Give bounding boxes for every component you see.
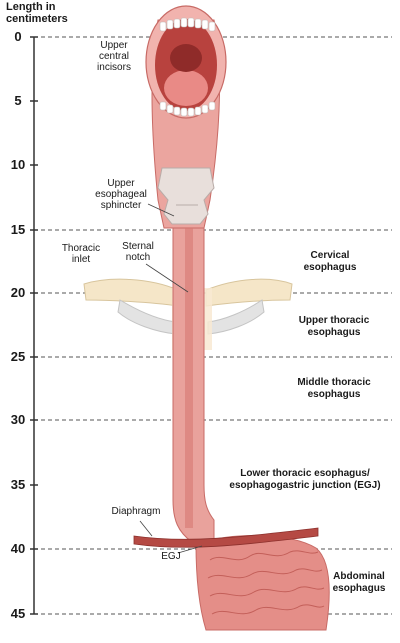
stomach [195,535,330,631]
leader-sphincter [147,203,175,217]
region-upper-thoracic: Upper thoracic esophagus [298,315,370,338]
region-middle-thoracic: Middle thoracic esophagus [297,377,371,400]
label-diaphragm: Diaphragm [111,506,161,517]
upper-teeth [159,17,216,32]
leader-diaphragm [139,520,153,537]
rib-right [207,299,265,335]
label-egj: EGJ [161,551,181,562]
axis-title: Length in centimeters [6,1,68,25]
lower-teeth [159,101,216,117]
rib-left [117,299,177,335]
tick-label-25: 25 [10,349,26,364]
clavicle-left [83,278,179,307]
diaphragm [133,527,319,548]
stomach-rugae [207,550,325,615]
tick-label-15: 15 [10,222,26,237]
label-thoracic-inlet: Thoracic inlet [61,243,101,265]
region-cervical: Cervical esophagus [303,250,357,273]
tick-label-10: 10 [10,157,26,172]
region-abdominal: Abdominal esophagus [332,571,386,594]
label-upper-central-incisors: Upper central incisors [97,40,131,73]
tick-label-40: 40 [10,541,26,556]
esophagus-lumen [185,228,193,528]
label-upper-esophageal-sphincter: Upper esophageal sphincter [95,178,147,211]
tick-label-45: 45 [10,606,26,621]
tick-label-5: 5 [14,93,22,108]
tick-label-35: 35 [10,477,26,492]
clavicle-right [205,278,293,307]
tick-label-0: 0 [14,29,22,44]
y-axis [30,36,38,615]
larynx-cartilage [157,167,215,225]
tick-label-30: 30 [10,412,26,427]
label-sternal-notch: Sternal notch [122,241,154,263]
tongue [164,70,208,106]
tick-label-20: 20 [10,285,26,300]
leader-egj [177,545,203,554]
region-lower-thoracic: Lower thoracic esophagus/ esophagogastri… [229,468,381,491]
leader-sternal [145,263,189,293]
esophagus [172,227,215,549]
uvula-area [170,44,202,72]
